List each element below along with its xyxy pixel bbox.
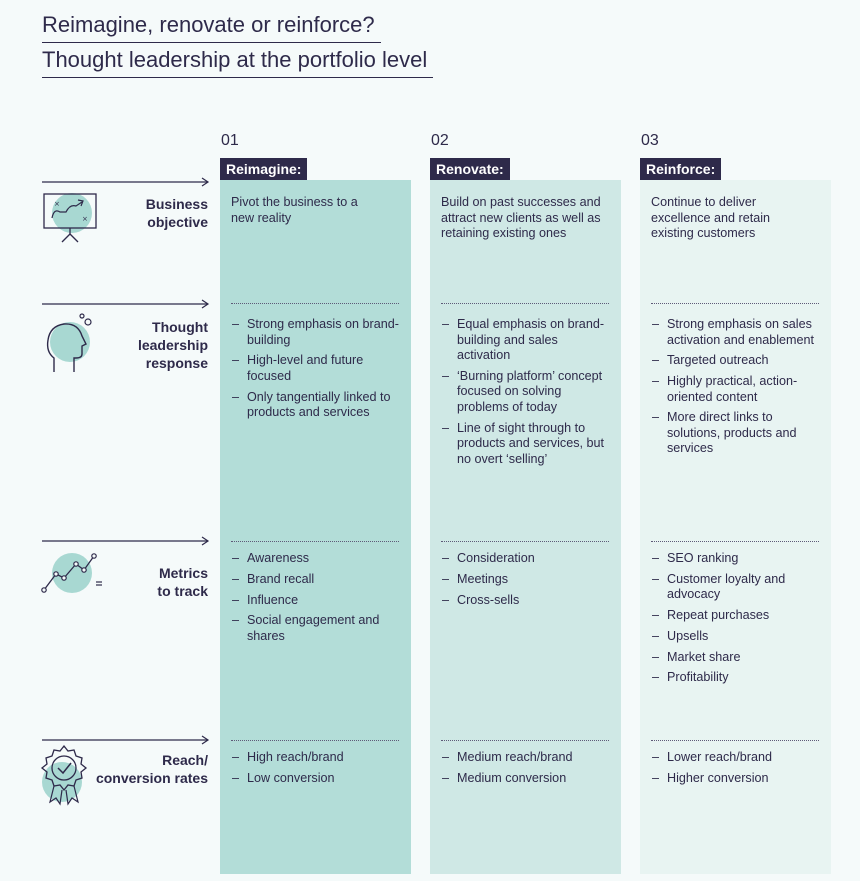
reach-cell-reinforce: Lower reach/brand Higher conversion	[651, 750, 823, 792]
objective-cell-reinforce: Continue to deliver excellence and retai…	[651, 195, 771, 240]
head-thinking-icon	[46, 313, 92, 372]
objective-cell-renovate: Build on past successes and attract new …	[441, 195, 601, 240]
reach-cell-reimagine: High reach/brand Low conversion	[231, 750, 403, 792]
separator	[441, 541, 609, 542]
column-tag-renovate: Renovate:	[430, 158, 510, 180]
list-item: SEO ranking	[651, 551, 823, 567]
metrics-cell-renovate: Consideration Meetings Cross-sells	[441, 551, 613, 613]
separator	[651, 303, 819, 304]
reach-cell-renovate: Medium reach/brand Medium conversion	[441, 750, 613, 792]
column-number-1: 01	[221, 132, 239, 149]
list-item: Cross-sells	[441, 593, 613, 609]
list-item: Customer loyalty and advocacy	[651, 572, 823, 603]
list-item: High reach/brand	[231, 750, 403, 766]
list-item: Only tangentially linked to products and…	[231, 390, 403, 421]
list-item: Brand recall	[231, 572, 403, 588]
row-arrow-reach	[42, 735, 210, 745]
list-item: Highly practical, action-oriented conten…	[651, 374, 815, 405]
row-arrow-thought	[42, 299, 210, 309]
response-cell-reinforce: Strong emphasis on sales activation and …	[651, 317, 815, 462]
column-tag-reimagine: Reimagine:	[220, 158, 308, 180]
list-item: Market share	[651, 650, 823, 666]
objective-cell-reimagine: Pivot the business to a new reality	[231, 195, 358, 225]
list-item: Meetings	[441, 572, 613, 588]
row-label-reach: Reach/ conversion rates	[95, 752, 208, 786]
list-item: Awareness	[231, 551, 403, 567]
list-item: Social engagement and shares	[231, 613, 403, 644]
response-cell-renovate: Equal emphasis on brand-building and sal…	[441, 317, 613, 472]
column-number-2: 02	[431, 132, 449, 149]
list-item: Low conversion	[231, 771, 403, 787]
list-item: Line of sight through to products and se…	[441, 421, 613, 468]
title-line-2: Thought leadership at the portfolio leve…	[42, 43, 434, 78]
list-item: Targeted outreach	[651, 353, 815, 369]
list-item: Consideration	[441, 551, 613, 567]
list-item: High-level and future focused	[231, 353, 403, 384]
line-chart-icon	[41, 553, 102, 593]
list-item: Upsells	[651, 629, 823, 645]
row-arrow-metrics	[42, 536, 210, 546]
list-item: Influence	[231, 593, 403, 609]
list-item: Lower reach/brand	[651, 750, 823, 766]
row-label-metrics: Metrics to track	[157, 565, 208, 599]
list-item: Profitability	[651, 670, 823, 686]
page-title: Reimagine, renovate or reinforce? Though…	[42, 8, 434, 78]
list-item: ‘Burning platform’ concept focused on so…	[441, 369, 613, 416]
separator	[441, 303, 609, 304]
column-number-3: 03	[641, 132, 659, 149]
list-item: Strong emphasis on sales activation and …	[651, 317, 815, 348]
separator	[231, 740, 399, 741]
svg-text:×: ×	[82, 215, 88, 223]
list-item: Equal emphasis on brand-building and sal…	[441, 317, 613, 364]
row-label-business-objective: Business objective	[145, 196, 208, 230]
list-item: More direct links to solutions, products…	[651, 410, 815, 457]
row-label-thought-leadership: Thought leadership response	[137, 319, 208, 371]
separator	[231, 303, 399, 304]
metrics-cell-reinforce: SEO ranking Customer loyalty and advocac…	[651, 551, 823, 691]
separator	[651, 541, 819, 542]
list-item: Repeat purchases	[651, 608, 823, 624]
metrics-cell-reimagine: Awareness Brand recall Influence Social …	[231, 551, 403, 650]
award-badge-icon	[40, 744, 88, 806]
list-item: Higher conversion	[651, 771, 823, 787]
column-tag-reinforce: Reinforce:	[640, 158, 722, 180]
list-item: Medium reach/brand	[441, 750, 613, 766]
title-line-1: Reimagine, renovate or reinforce?	[42, 8, 381, 43]
list-item: Strong emphasis on brand-building	[231, 317, 403, 348]
strategy-board-icon: × ×	[43, 193, 97, 243]
separator	[441, 740, 609, 741]
row-arrow-business	[42, 177, 210, 187]
list-item: Medium conversion	[441, 771, 613, 787]
svg-text:×: ×	[54, 200, 60, 208]
response-cell-reimagine: Strong emphasis on brand-building High-l…	[231, 317, 403, 426]
separator	[651, 740, 819, 741]
separator	[231, 541, 399, 542]
